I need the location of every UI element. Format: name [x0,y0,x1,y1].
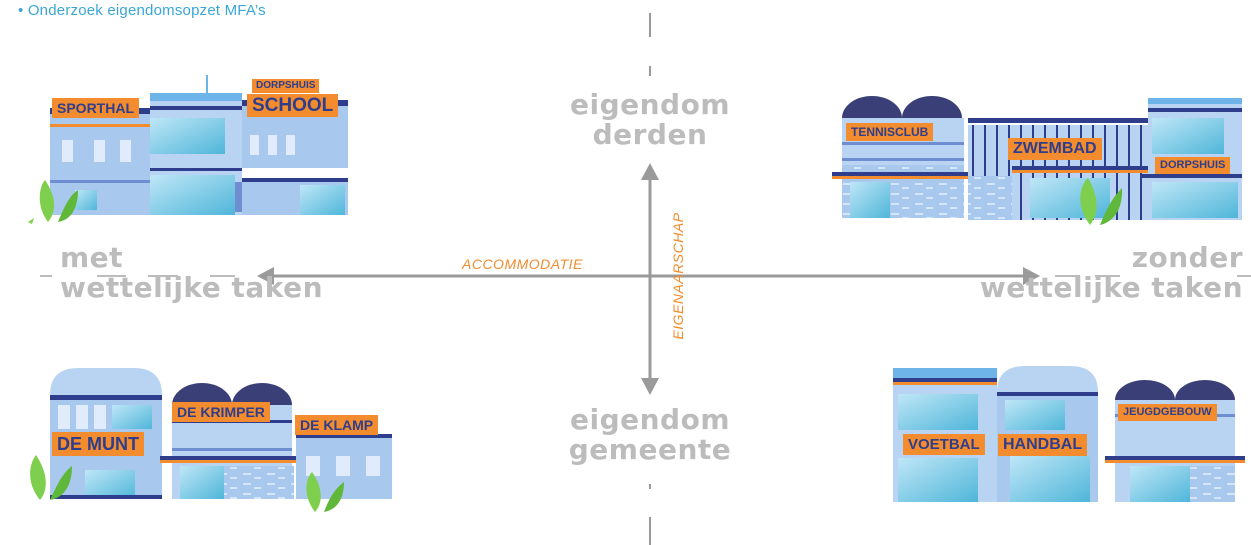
tag-de-munt: DE MUNT [52,432,144,456]
tag-zwembad: ZWEMBAD [1008,138,1102,160]
horizontal-axis [40,267,1251,285]
label-left: met wettelijke taken [60,243,323,303]
tag-voetbal: VOETBAL [903,434,985,455]
tag-school: SCHOOL [247,94,339,117]
vertical-axis-label: EIGENAARSCHAP [670,212,686,340]
tag-de-klamp: DE KLAMP [295,415,379,435]
tag-handbal: HANDBAL [998,434,1088,456]
label-right-line2: wettelijke taken [979,271,1243,304]
label-right: zonder wettelijke taken [960,243,1243,303]
tag-dorpshuis-top-left: DORPSHUIS [252,79,320,93]
label-top: eigendom derden [545,90,755,150]
horizontal-axis-label: ACCOMMODATIE [462,256,583,272]
tag-tennisclub: TENNISCLUB [846,123,934,141]
label-left-line2: wettelijke taken [60,271,324,304]
illustration-top-right [832,96,1242,225]
label-bottom: eigendom gemeente [545,405,755,465]
label-right-line1: zonder [1131,241,1243,274]
arrow-left-icon [257,267,274,285]
tag-sporthal: SPORTHAL [52,98,139,118]
label-left-line1: met [60,241,124,274]
vertical-axis [641,13,659,545]
label-bottom-line1: eigendom [569,403,730,436]
tag-dorpshuis-top-right: DORPSHUIS [1155,157,1231,174]
tag-jeugdgebouw: JEUGDGEBOUW [1118,404,1217,421]
label-top-line2: derden [592,118,708,151]
arrow-right-icon [1023,267,1040,285]
tag-de-krimper: DE KRIMPER [172,402,270,422]
bullet-text: • Onderzoek eigendomsopzet MFA’s [18,2,266,19]
label-top-line1: eigendom [569,88,730,121]
arrow-up-icon [641,163,659,180]
arrow-down-icon [641,378,659,395]
label-bottom-line2: gemeente [568,433,732,466]
